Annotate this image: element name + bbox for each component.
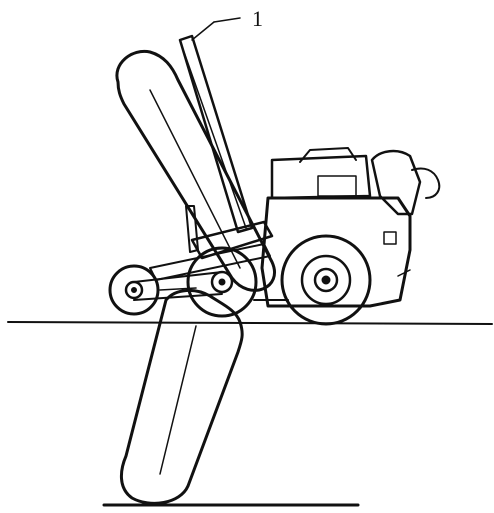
callout-label-1: 1 xyxy=(252,6,263,31)
drive-belt xyxy=(133,271,223,301)
frame-rail xyxy=(149,243,289,301)
upper-cutting-blade xyxy=(115,49,276,292)
drive-wheel xyxy=(280,234,372,326)
engine-body xyxy=(260,147,441,308)
ground-line-upper xyxy=(7,321,493,325)
support-bracket xyxy=(185,205,274,260)
handle-boom xyxy=(178,17,254,234)
idler-wheel xyxy=(108,264,160,316)
